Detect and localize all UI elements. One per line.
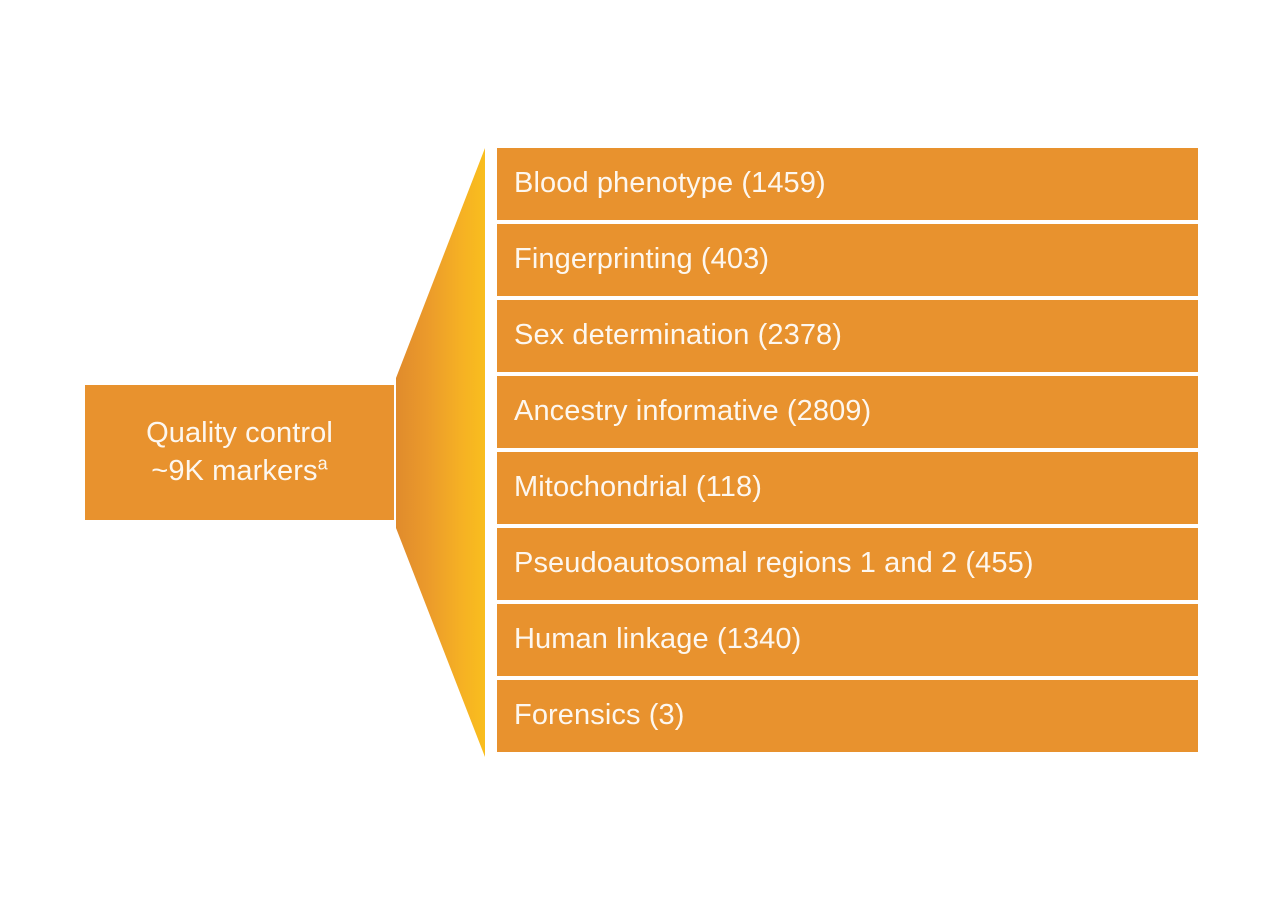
category-bar-fingerprinting[interactable]: Fingerprinting (403) [497,224,1198,296]
category-label: Ancestry informative (2809) [514,395,872,428]
fan-polygon [396,148,485,757]
category-bar-forensics[interactable]: Forensics (3) [497,680,1198,752]
category-bar-sex-determination[interactable]: Sex determination (2378) [497,300,1198,372]
category-label: Fingerprinting (403) [514,243,770,276]
source-line-2: ~9K markers [151,454,318,487]
category-label: Mitochondrial (118) [514,471,762,504]
category-bar-list: Blood phenotype (1459) Fingerprinting (4… [497,148,1198,758]
category-bar-human-linkage[interactable]: Human linkage (1340) [497,604,1198,676]
category-label: Pseudoautosomal regions 1 and 2 (455) [514,547,1034,580]
category-label: Forensics (3) [514,699,685,732]
category-label: Human linkage (1340) [514,623,802,656]
category-bar-pseudoautosomal-regions[interactable]: Pseudoautosomal regions 1 and 2 (455) [497,528,1198,600]
category-bar-mitochondrial[interactable]: Mitochondrial (118) [497,452,1198,524]
source-box-quality-control: Quality control ~9K markersa [85,385,394,520]
fan-connector-arrow [396,148,485,757]
category-bar-blood-phenotype[interactable]: Blood phenotype (1459) [497,148,1198,220]
category-bar-ancestry-informative[interactable]: Ancestry informative (2809) [497,376,1198,448]
category-label: Blood phenotype (1459) [514,167,826,200]
source-line-1: Quality control [146,417,333,450]
source-box-label: Quality control ~9K markersa [146,415,333,489]
category-label: Sex determination (2378) [514,319,843,352]
source-superscript: a [317,452,328,473]
